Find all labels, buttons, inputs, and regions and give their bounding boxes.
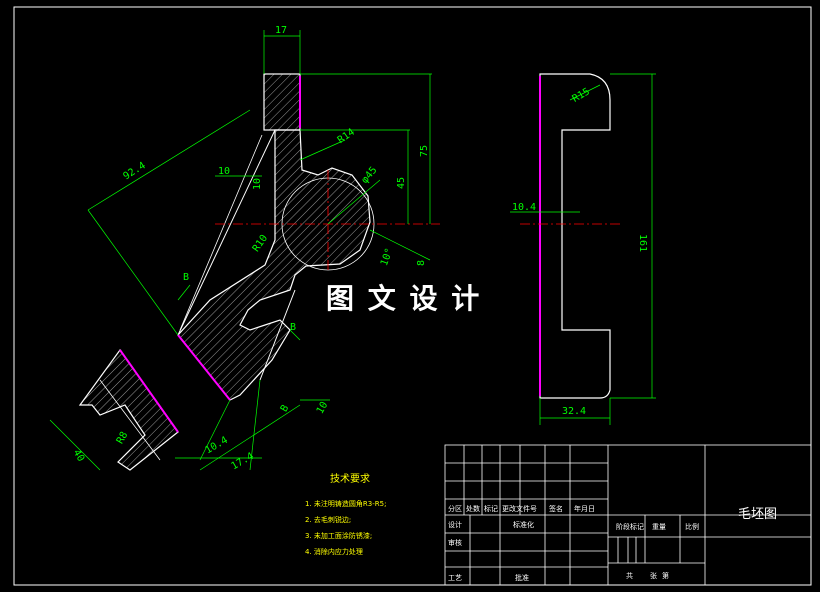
tb-shenhe: 审核: [448, 538, 462, 547]
tb-zhang: 张: [650, 571, 657, 580]
dim-75: 75: [419, 145, 430, 157]
left-edge-inner: [179, 134, 263, 331]
tb-biaoji: 标记: [484, 504, 498, 513]
tb-gong: 共: [626, 571, 633, 580]
dim-161: 161: [637, 234, 648, 252]
section-b-inner: [99, 379, 161, 461]
dim-8: 8: [416, 260, 427, 266]
dim-10-a: 10: [218, 166, 230, 177]
tb-chushu: 处数: [466, 504, 480, 513]
title-block: [444, 444, 812, 586]
top-block: [263, 73, 301, 131]
main-view: [177, 73, 440, 401]
machined-edge-3: [119, 349, 179, 433]
tb-gongyi: 工艺: [448, 574, 462, 582]
tb-pizhun: 批准: [515, 573, 529, 582]
tb-biaozhunhua: 标准化: [513, 520, 534, 529]
tech-item-2: 2. 去毛刺锐边;: [305, 515, 351, 524]
body-section: [177, 129, 371, 401]
side-view: [510, 73, 656, 425]
dim-92-4: 92.4: [121, 160, 147, 182]
dim-r10: R10: [251, 233, 270, 254]
left-edge: [177, 129, 276, 336]
tech-requirements: 技术要求 1. 未注明铸造圆角R3-R5; 2. 去毛刺锐边; 3. 未加工面涂…: [305, 472, 386, 556]
tb-sheji: 设计: [448, 520, 462, 529]
dim-r8: R8: [115, 430, 131, 446]
dim-b-label-2: B: [290, 322, 296, 333]
tb-jieduan: 阶段标记: [616, 522, 644, 531]
tb-nianyueri: 年月日: [574, 504, 595, 513]
tb-drawing-name: 毛坯图: [738, 507, 777, 522]
dim-17: 17: [275, 25, 287, 36]
tech-item-3: 3. 未加工面涂防锈漆;: [305, 531, 372, 540]
section-view-b: [78, 348, 179, 471]
dim-40: 40: [71, 448, 87, 464]
tech-title: 技术要求: [330, 472, 370, 485]
tech-item-1: 1. 未注明铸造圆角R3-R5;: [305, 499, 386, 508]
dim-45: 45: [396, 177, 407, 189]
tb-bili: 比例: [685, 522, 699, 531]
right-edge: [259, 289, 296, 381]
dim-b-label-1: B: [183, 272, 189, 283]
dim-r15: R15: [571, 86, 592, 105]
dim-17-4: 17.4: [230, 451, 256, 473]
machined-edge-2: [177, 334, 231, 401]
tb-qianming: 签名: [549, 504, 563, 513]
tb-di: 第: [662, 571, 669, 580]
dimension-lines: [49, 30, 432, 471]
dim-10-d: 10: [252, 178, 263, 190]
tb-genggai: 更改文件号: [502, 504, 537, 513]
dim-b-label-3: B: [279, 403, 292, 414]
tb-fenqu: 分区: [448, 504, 462, 513]
dim-r14: R14: [336, 127, 357, 146]
dim-10-c: 10: [315, 400, 331, 416]
dim-10-angle: 10°: [379, 247, 396, 268]
title-block-text: 分区 处数 标记 更改文件号 签名 年月日 设计 标准化 审核 工艺 批准 阶段…: [448, 504, 777, 582]
dim-10-4: 10.4: [512, 202, 536, 213]
side-outline: [539, 73, 611, 399]
watermark-text: 图 文 设 计: [326, 282, 481, 315]
tb-zhongliang: 重量: [652, 523, 666, 531]
watermark-bg: [318, 276, 514, 318]
dim-32-4: 32.4: [562, 406, 586, 417]
drawing-border: [13, 6, 812, 586]
tech-item-4: 4. 消除内应力处理: [305, 547, 363, 556]
